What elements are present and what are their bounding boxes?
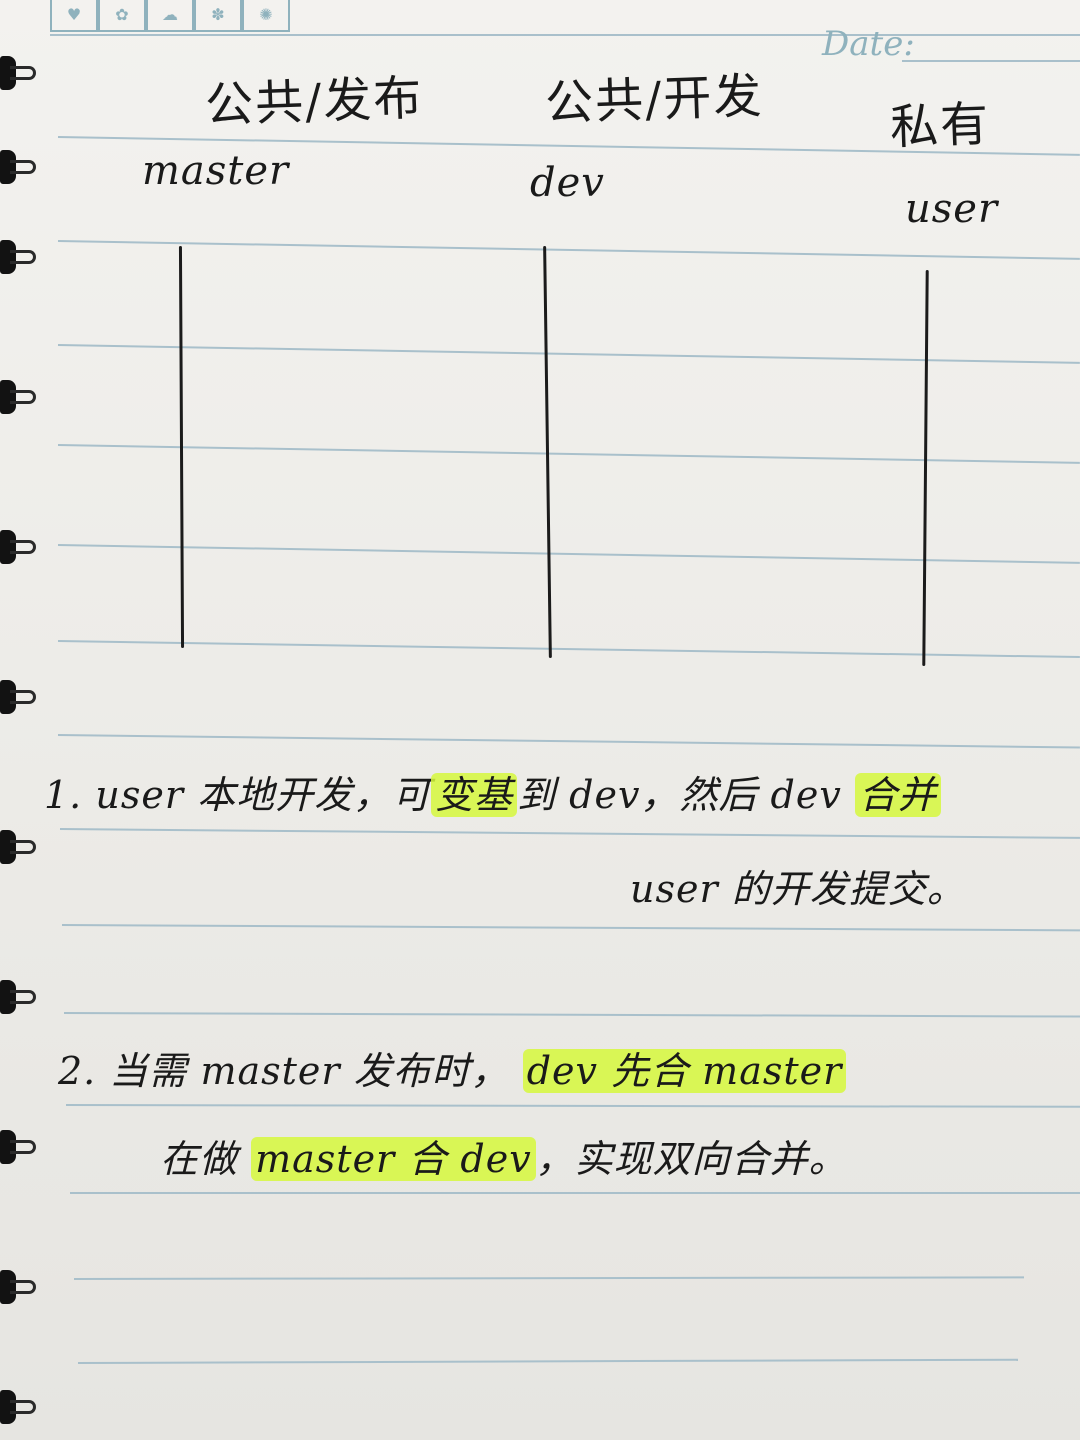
note-1-line-1: 1. user 本地开发，可变基到 dev，然后 dev 合并 — [44, 764, 941, 819]
binding-ring — [10, 1400, 36, 1414]
binding-hole — [0, 1390, 16, 1424]
note-2-highlight-master-merge: master 合 dev — [251, 1137, 536, 1181]
binding-ring — [10, 390, 36, 404]
note-2-text-a: 当需 master 发布时， — [109, 1049, 510, 1093]
binding-ring — [10, 250, 36, 264]
rule-line — [57, 734, 1080, 749]
binding-hole — [0, 680, 16, 714]
note-1-highlight-rebase: 变基 — [431, 773, 518, 817]
branch-role-master: 公共/发布 — [204, 70, 425, 134]
rule-line — [50, 34, 1080, 36]
note-2-line-2: 在做 master 合 dev，实现双向合并。 — [160, 1128, 848, 1183]
rule-line — [73, 1276, 1025, 1280]
binding-ring — [10, 1280, 36, 1294]
branch-name-dev: dev — [530, 160, 605, 206]
note-1-highlight-merge: 合并 — [854, 773, 941, 817]
header-stamps: ♥ ✿ ☁ ✽ ✺ — [50, 0, 290, 34]
binding-ring — [10, 66, 36, 80]
rule-line — [63, 1012, 1080, 1018]
binding-ring — [10, 990, 36, 1004]
binding-hole — [0, 1130, 16, 1164]
binding-ring — [10, 540, 36, 554]
flower-icon: ✿ — [98, 0, 146, 32]
note-1-number: 1. — [44, 773, 83, 817]
branch-role-user: 私有 — [889, 96, 992, 156]
rule-line — [65, 1104, 1080, 1108]
note-1-line-2: user 的开发提交。 — [630, 867, 966, 911]
cloud-icon: ☁ — [146, 0, 194, 32]
note-2-text-c: ，实现双向合并。 — [535, 1137, 848, 1181]
binding-ring — [10, 690, 36, 704]
binding-hole — [0, 530, 16, 564]
rule-line — [70, 1192, 1080, 1194]
rule-line — [61, 924, 1080, 932]
rule-line — [57, 240, 1080, 260]
binding-hole — [0, 980, 16, 1014]
branch-name-master: master — [142, 148, 290, 194]
rule-line — [57, 640, 1080, 659]
binding-hole — [0, 56, 16, 90]
date-line — [902, 60, 1080, 62]
binding-hole — [0, 380, 16, 414]
spiral-binding — [0, 0, 60, 1440]
binding-hole — [0, 150, 16, 184]
branch-name-user: user — [905, 186, 999, 232]
rule-line — [57, 544, 1080, 564]
date-label: Date: — [822, 24, 915, 64]
binding-ring — [10, 160, 36, 174]
note-2-text-b: 在做 — [160, 1137, 239, 1181]
binding-hole — [0, 830, 16, 864]
binding-hole — [0, 240, 16, 274]
note-1-text-a: user 本地开发，可 — [95, 773, 432, 817]
binding-hole — [0, 1270, 16, 1304]
sun-icon: ✺ — [242, 0, 290, 32]
heart-icon: ♥ — [50, 0, 98, 32]
branch-role-dev: 公共/开发 — [544, 68, 765, 132]
binding-ring — [10, 1140, 36, 1154]
note-2-highlight-dev-merge: dev 先合 master — [522, 1049, 847, 1093]
binding-ring — [10, 840, 36, 854]
branch-line-user — [922, 269, 929, 667]
rule-line — [77, 1358, 1018, 1364]
paw-icon: ✽ — [194, 0, 242, 32]
note-1-text-b: 到 dev，然后 dev — [517, 773, 842, 817]
note-2-line-1: 2. 当需 master 发布时， dev 先合 master — [58, 1040, 847, 1095]
rule-line — [59, 828, 1080, 839]
note-2-number: 2. — [58, 1049, 97, 1093]
